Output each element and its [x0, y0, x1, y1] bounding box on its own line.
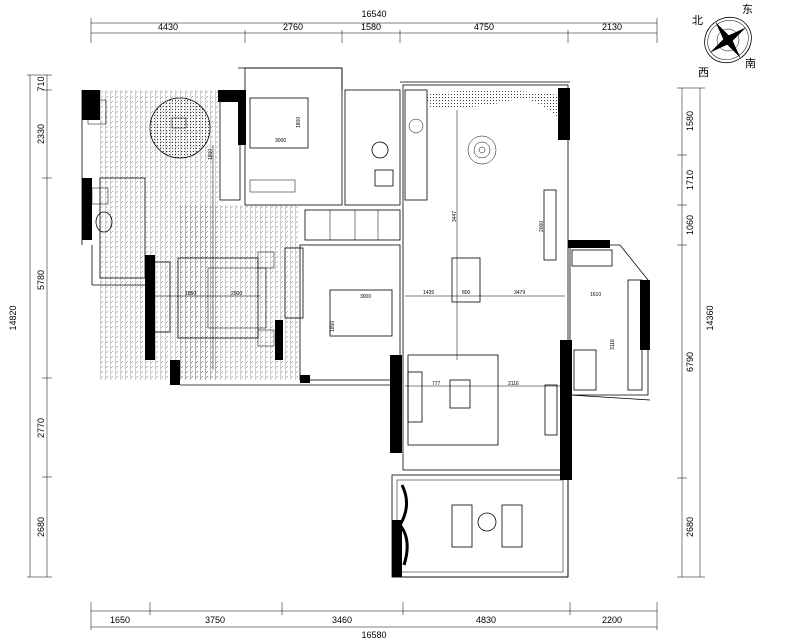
room-dimension: 1800 [296, 117, 302, 128]
bed-icon [329, 289, 393, 337]
compass-rose: 北 东 南 西 [692, 3, 756, 79]
left-dimension: 2680 [36, 517, 46, 537]
kitchen: 1610 3118 [569, 244, 649, 396]
side-table [477, 512, 497, 532]
room-dimension: 1850 [330, 321, 336, 332]
corridor [304, 209, 401, 241]
rock-garden-icon [467, 135, 497, 165]
room-dimension: 3000 [360, 294, 371, 300]
bed-icon [177, 257, 259, 339]
top-total-dimension: 16540 [361, 9, 386, 19]
bottom-dimension-chain: 1650 3750 3460 4830 2200 16580 [90, 602, 658, 640]
room-dimension: 1610 [590, 292, 601, 298]
room-dimension: 1435 [423, 290, 434, 296]
refrigerator [573, 349, 597, 391]
dining-table [451, 257, 481, 303]
right-dimension: 1710 [685, 170, 695, 190]
kitchen-cabinet [404, 89, 428, 201]
bottom-total-dimension: 16580 [361, 630, 386, 640]
left-dimension: 5780 [36, 270, 46, 290]
tv-cabinet [543, 189, 557, 261]
bottom-dimension: 3750 [205, 615, 225, 625]
room-dimension: 2500 [231, 291, 242, 297]
room-dimension: 2116 [508, 381, 519, 387]
left-dimension: 710 [36, 76, 46, 91]
left-dimension: 2770 [36, 418, 46, 438]
coffee-table [449, 379, 471, 409]
top-dimension: 2760 [283, 22, 303, 32]
top-dimension: 4750 [474, 22, 494, 32]
bottom-dimension: 4830 [476, 615, 496, 625]
right-dimension: 1580 [685, 111, 695, 131]
armchair-icon [171, 117, 187, 129]
room-dimension: 800 [462, 290, 471, 296]
top-dimension-chain: 16540 4430 2760 1580 4750 2130 [90, 9, 658, 43]
compass-south: 南 [745, 57, 756, 70]
top-dimension: 1580 [361, 22, 381, 32]
room-dimension: 3447 [452, 211, 458, 222]
left-dimension: 2330 [36, 124, 46, 144]
sofa [407, 371, 423, 423]
wardrobe [284, 247, 304, 319]
right-dimension: 2680 [685, 517, 695, 537]
sink-icon [408, 118, 424, 134]
bathroom-main [344, 89, 401, 206]
right-dimension: 6790 [685, 352, 695, 372]
bottom-dimension: 2200 [602, 615, 622, 625]
right-dimension: 1060 [685, 215, 695, 235]
lounge-chair [501, 504, 523, 548]
wardrobe [249, 179, 296, 193]
compass-north: 北 [692, 14, 703, 27]
compass-star-icon [709, 21, 747, 59]
compass-west: 西 [698, 66, 709, 79]
room-dimension: 1800 [208, 149, 214, 160]
bed-icon [249, 97, 309, 149]
toilet-icon [95, 211, 113, 233]
room-dimension: 1850 [185, 291, 196, 297]
balcony-south [391, 474, 569, 578]
kitchen-counter [571, 249, 613, 267]
nightstand [257, 251, 275, 269]
bottom-dimension: 1650 [110, 615, 130, 625]
wardrobe [219, 99, 241, 201]
top-dimension: 4430 [158, 22, 178, 32]
bedroom-2: 3000 1800 [244, 67, 343, 206]
planter-icon [425, 90, 560, 120]
bottom-dimension: 3460 [332, 615, 352, 625]
right-dimension-chain: 1580 1710 1060 6790 2680 14360 [677, 87, 715, 578]
compass-east: 东 [742, 3, 753, 16]
sink-icon [374, 169, 394, 187]
bedroom-3: 3000 1850 [284, 244, 401, 381]
room-dimension: 2000 [539, 221, 545, 232]
room-dimension: 3000 [275, 138, 286, 144]
tv-cabinet [544, 384, 558, 436]
kitchen-counter [627, 279, 643, 391]
room-dimension: 3479 [514, 290, 525, 296]
living-dining-room: 1435 3479 800 3447 2000 777 2116 [402, 84, 569, 471]
nightstand [257, 329, 275, 347]
top-dimension: 2130 [602, 22, 622, 32]
walls [81, 67, 651, 578]
living-area-rug [407, 354, 499, 446]
room-dimension: 777 [432, 381, 441, 387]
master-bedroom: 1850 2500 1800 [100, 90, 300, 380]
room-dimension: 3118 [610, 339, 616, 350]
lounge-chair [451, 504, 473, 548]
left-total-dimension: 14820 [8, 305, 18, 330]
toilet-icon [371, 141, 389, 159]
left-dimension-chain: 710 2330 5780 2770 2680 14820 [8, 74, 52, 578]
right-total-dimension: 14360 [705, 305, 715, 330]
